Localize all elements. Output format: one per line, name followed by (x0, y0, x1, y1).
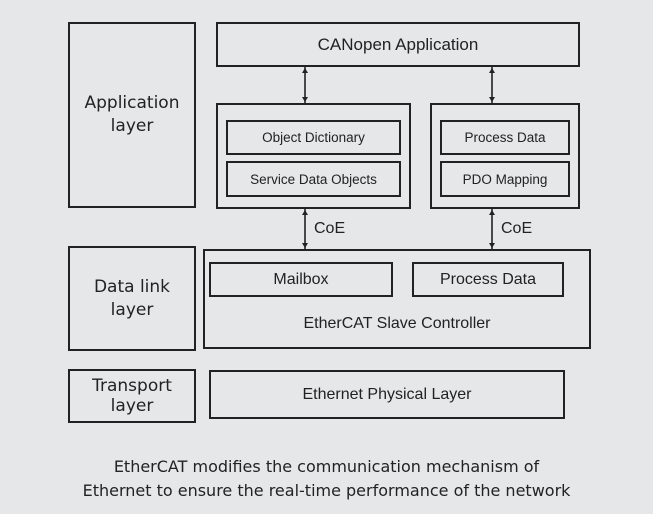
pdo-group-box (430, 103, 580, 209)
canopen-application-label: CANopen Application (317, 34, 479, 54)
object-dictionary-box: Object Dictionary (226, 120, 401, 155)
pdo-mapping-box: PDO Mapping (440, 161, 570, 197)
data-link-layer-box: Data link layer (68, 246, 196, 351)
transport-layer-label: Transport layer (92, 376, 172, 416)
object-dictionary-label: Object Dictionary (262, 130, 365, 145)
physical-layer-box: Ethernet Physical Layer (209, 370, 565, 419)
slave-controller-box: EtherCAT Slave Controller (203, 249, 591, 349)
application-layer-box: Application layer (68, 22, 196, 208)
canopen-application-box: CANopen Application (216, 22, 580, 67)
mailbox-box: Mailbox (209, 262, 393, 297)
process-data-app-box: Process Data (440, 120, 570, 155)
service-data-objects-label: Service Data Objects (250, 171, 377, 187)
arrow-pdo-to-process-data (489, 209, 495, 249)
process-data-app-label: Process Data (464, 130, 546, 145)
process-data-esc-box: Process Data (412, 262, 564, 297)
physical-layer-label: Ethernet Physical Layer (302, 385, 472, 403)
arrow-canopen-to-sdo (302, 67, 308, 103)
slave-controller-label: EtherCAT Slave Controller (303, 315, 491, 332)
data-link-layer-label: Data link layer (93, 276, 171, 320)
pdo-mapping-label: PDO Mapping (462, 171, 548, 187)
coe-left-label: CoE (314, 220, 346, 237)
caption-line-2: Ethernet to ensure the real-time perform… (82, 481, 571, 500)
mailbox-label: Mailbox (273, 270, 329, 288)
transport-layer-box: Transport layer (68, 369, 196, 423)
service-data-objects-box: Service Data Objects (226, 161, 401, 197)
arrow-canopen-to-pdo (489, 67, 495, 103)
coe-right-label: CoE (501, 220, 533, 237)
caption: EtherCAT modifies the communication mech… (0, 455, 653, 503)
process-data-esc-label: Process Data (439, 270, 537, 288)
caption-line-1: EtherCAT modifies the communication mech… (113, 457, 540, 476)
arrow-sdo-to-mailbox (302, 209, 308, 249)
application-layer-label: Application layer (84, 93, 180, 136)
sdo-group-box (216, 103, 411, 209)
